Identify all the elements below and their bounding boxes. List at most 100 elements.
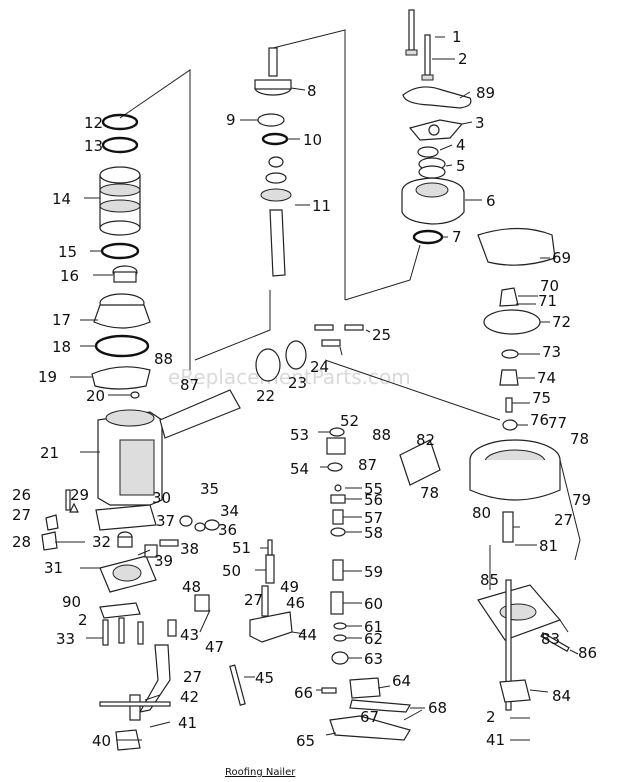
part-label-10: 10 — [303, 131, 322, 149]
part-label-74: 74 — [537, 369, 556, 387]
disc-part-72 — [483, 309, 541, 335]
part-label-23: 23 — [288, 374, 307, 392]
part-label-69: 69 — [552, 249, 571, 267]
part-label-76: 76 — [530, 411, 549, 429]
part-label-72: 72 — [552, 313, 571, 331]
part-label-54: 54 — [290, 460, 309, 478]
part-label-83: 83 — [541, 630, 560, 648]
part-label-45: 45 — [255, 669, 274, 687]
rod-part-85 — [505, 579, 512, 711]
latch-part-82 — [399, 439, 441, 486]
part-label-68: 68 — [428, 699, 447, 717]
part-label-31: 31 — [44, 559, 63, 577]
part-label-88: 88 — [372, 426, 391, 444]
ball-part-55 — [334, 484, 342, 492]
link-part-67 — [329, 715, 411, 741]
spring-part-57 — [332, 509, 344, 525]
part-label-8: 8 — [307, 82, 317, 100]
part-43 — [167, 619, 177, 637]
part-label-43: 43 — [180, 626, 199, 644]
part-label-15: 15 — [58, 243, 77, 261]
part-label-64: 64 — [392, 672, 411, 690]
spring-part-50 — [265, 539, 275, 584]
part-label-14: 14 — [52, 190, 71, 208]
part-label-50: 50 — [222, 562, 241, 580]
part-label-49: 49 — [280, 578, 299, 596]
part-label-78: 78 — [420, 484, 439, 502]
part-label-18: 18 — [52, 338, 71, 356]
part-label-36: 36 — [218, 521, 237, 539]
diagram-caption: Roofing Nailer — [225, 767, 296, 778]
bracket-part-84 — [499, 679, 531, 703]
part-label-37: 37 — [156, 512, 175, 530]
part-number-labels: 1289345678910111213141516171819202122232… — [12, 28, 597, 750]
part-70 — [499, 287, 519, 307]
part-label-35: 35 — [200, 480, 219, 498]
o-ring-part-10 — [261, 132, 289, 146]
part-label-28: 28 — [12, 533, 31, 551]
part-label-80: 80 — [472, 504, 491, 522]
part-label-29: 29 — [70, 486, 89, 504]
part-label-90: 90 — [62, 593, 81, 611]
part-48 — [194, 594, 210, 612]
watermark: eReplacementParts.com — [168, 365, 411, 389]
part-label-24: 24 — [310, 358, 329, 376]
piston-cylinder-part-17 — [93, 293, 151, 329]
part-label-60: 60 — [364, 595, 383, 613]
magazine-part-77 — [469, 439, 561, 501]
bumper-part-16 — [112, 265, 138, 283]
part-label-56: 56 — [364, 491, 383, 509]
valve-part-60 — [330, 591, 344, 615]
part-label-6: 6 — [486, 192, 496, 210]
part-label-86: 86 — [578, 644, 597, 662]
seal-part-4 — [417, 146, 439, 158]
gasket-part-19 — [91, 366, 151, 390]
spring-part-5 — [418, 157, 446, 179]
part-74 — [499, 369, 519, 386]
cylinder-part-14 — [99, 166, 141, 236]
part-label-87: 87 — [180, 376, 199, 394]
part-label-27: 27 — [554, 511, 573, 529]
part-label-61: 61 — [364, 618, 383, 636]
part-80 — [502, 511, 514, 543]
valve-part-32 — [117, 531, 133, 548]
part-label-42: 42 — [180, 688, 199, 706]
part-label-9: 9 — [226, 111, 236, 129]
part-label-89: 89 — [476, 84, 495, 102]
part-label-44: 44 — [298, 626, 317, 644]
part-label-2: 2 — [486, 708, 496, 726]
part-label-53: 53 — [290, 426, 309, 444]
part-label-82: 82 — [416, 431, 435, 449]
cap-part-3 — [408, 119, 464, 141]
part-29 — [69, 502, 79, 513]
part-label-41: 41 — [486, 731, 505, 749]
part-label-17: 17 — [52, 311, 71, 329]
part-label-73: 73 — [542, 343, 561, 361]
part-label-1: 1 — [452, 28, 462, 46]
part-label-20: 20 — [86, 387, 105, 405]
part-label-5: 5 — [456, 157, 466, 175]
nose-base-part-31 — [99, 555, 157, 593]
plate-part-90 — [99, 602, 141, 619]
part-label-25: 25 — [372, 326, 391, 344]
part-label-62: 62 — [364, 630, 383, 648]
pin-part-26 — [65, 489, 71, 511]
pin-part-86 — [540, 631, 570, 653]
body-part-21 — [97, 389, 241, 506]
part-39 — [144, 544, 158, 558]
part-label-52: 52 — [340, 412, 359, 430]
parts-34-36 — [179, 515, 220, 532]
part-label-4: 4 — [456, 136, 466, 154]
part-label-19: 19 — [38, 368, 57, 386]
part-76 — [502, 419, 518, 431]
part-label-59: 59 — [364, 563, 383, 581]
part-label-40: 40 — [92, 732, 111, 750]
part-label-75: 75 — [532, 389, 551, 407]
head-part-6 — [401, 177, 465, 225]
part-label-81: 81 — [539, 537, 558, 555]
o-ring-part-15 — [100, 242, 140, 260]
valve-part-53 — [326, 437, 346, 455]
bolts-part-1-2 — [405, 9, 434, 81]
part-label-88: 88 — [154, 350, 173, 368]
